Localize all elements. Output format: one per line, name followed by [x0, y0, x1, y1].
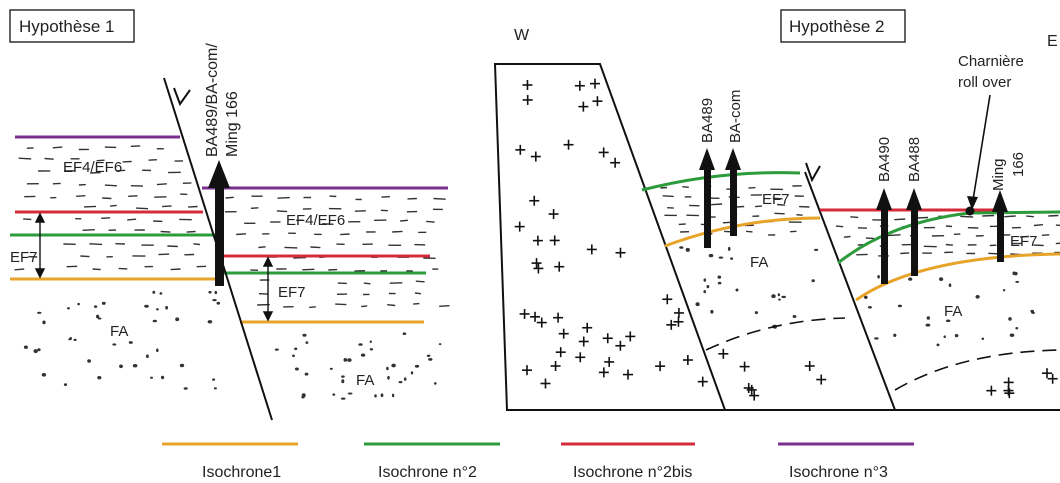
h2-well-ming-166	[992, 190, 1008, 262]
hypothesis-1-title-box	[9, 9, 135, 43]
h1-left-ef7-thickness-arrow	[34, 212, 46, 279]
h2-well-ba488-label: BA488	[906, 137, 923, 182]
h2-well-ba490-label: BA490	[876, 137, 893, 182]
hypothesis-1-panel: Hypothèse 1 BA489/BA-com/ Ming 166	[9, 9, 450, 421]
h2-well-ming-label-line1: Ming	[990, 158, 1007, 191]
h2-well-ba-com-label: BA-com	[727, 90, 744, 143]
h2-well-ba490	[876, 188, 892, 284]
isochrone-legend: Isochrone1 Isochrone n°2 Isochrone n°2bi…	[162, 442, 914, 481]
legend-isochrone-2-label: Isochrone n°2	[378, 464, 477, 481]
legend-isochrone-2bis-label: Isochrone n°2bis	[573, 464, 692, 481]
h2-middle-basement-boundary	[705, 317, 846, 351]
h1-left-ef4-ef6-label: EF4/EF6	[63, 159, 122, 176]
h2-middle-isochrone-1-line	[664, 216, 821, 248]
hinge-label-line1: Charnière	[958, 53, 1024, 70]
h2-middle-isochrone-2-line	[641, 171, 801, 192]
h2-right-isochrone-2-line	[837, 210, 1060, 265]
h1-well-bar	[215, 186, 224, 286]
h1-left-fa-label: FA	[110, 323, 128, 340]
h2-right-isochrone-1-line	[855, 252, 1060, 302]
hinge-pointer-arrow	[972, 94, 991, 201]
h2-second-fault-line	[804, 171, 896, 411]
h1-well-label-line1: BA489/BA-com/	[204, 43, 221, 157]
middle-block-sand-texture	[679, 246, 819, 329]
h1-well-label-line2: Ming 166	[224, 91, 241, 157]
hinge-pointer-arrowhead	[967, 196, 978, 210]
east-direction-label: E	[1047, 33, 1058, 50]
h2-well-ming-label-line2: 166	[1010, 152, 1027, 177]
left-block-sand-texture	[23, 290, 221, 390]
h2-right-ef7-label: EF7	[1010, 233, 1038, 250]
h2-well-ba488	[906, 188, 922, 276]
hypothesis-2-title-box	[780, 9, 906, 43]
h2-well-ba-com	[725, 148, 741, 236]
west-direction-label: W	[514, 27, 530, 44]
hypothesis-2-title: Hypothèse 2	[789, 17, 884, 36]
right-block-sand-texture-h2	[864, 271, 1035, 347]
hinge-point-marker	[965, 206, 975, 216]
hinge-label-line2: roll over	[958, 74, 1011, 91]
legend-isochrone-3-label: Isochrone n°3	[789, 464, 888, 481]
h2-right-basement-boundary	[894, 349, 1060, 391]
h2-well-ba489-label: BA489	[699, 98, 716, 143]
h2-middle-ef7-label: EF7	[762, 191, 790, 208]
h1-well-arrowhead	[208, 160, 230, 188]
legend-isochrone-1-label: Isochrone1	[202, 464, 281, 481]
h1-right-ef7-label: EF7	[278, 284, 306, 301]
h2-right-fa-label: FA	[944, 303, 962, 320]
hypothesis-2-panel: Hypothèse 2 W E	[493, 9, 1060, 411]
h1-fault-movement-arrow	[173, 87, 191, 107]
h1-right-ef7-thickness-arrow	[262, 256, 274, 322]
h1-right-fa-label: FA	[356, 372, 374, 389]
basement-cross-texture	[514, 78, 1058, 401]
h2-middle-fa-label: FA	[750, 254, 768, 271]
h2-fault-movement-arrow	[805, 162, 821, 183]
left-block-shale-texture	[14, 145, 207, 271]
h1-right-ef4-ef6-label: EF4/EF6	[286, 212, 345, 229]
right-block-sand-texture	[274, 332, 442, 400]
hypothesis-1-title: Hypothèse 1	[19, 17, 114, 36]
h2-well-ba489	[699, 148, 715, 248]
h1-left-ef7-label: EF7	[10, 249, 38, 266]
